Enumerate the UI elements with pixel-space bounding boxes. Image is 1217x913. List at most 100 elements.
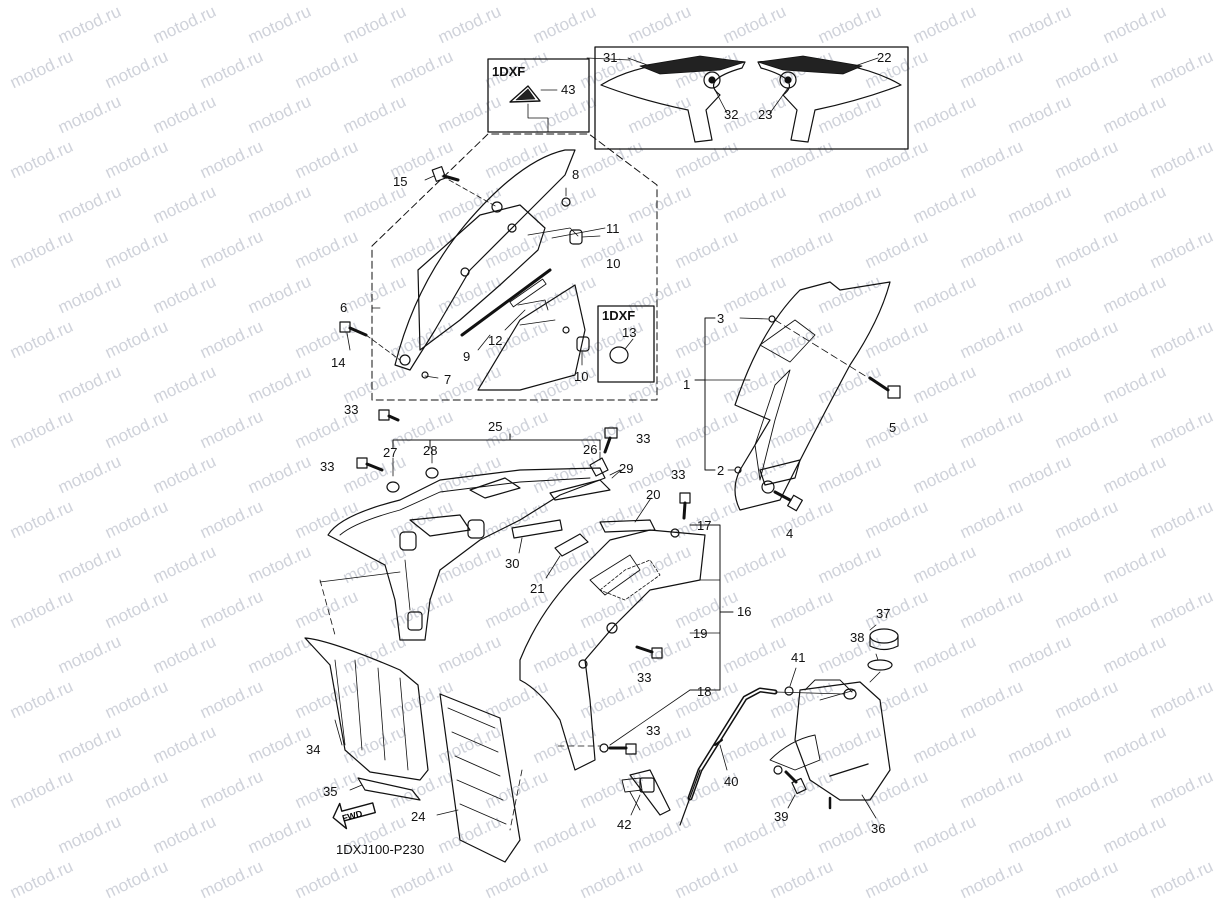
guide-42	[629, 769, 671, 816]
radiator-guard-24	[439, 693, 521, 863]
callout-29: 29	[619, 461, 634, 476]
boss-8	[491, 201, 503, 213]
strip-29	[549, 479, 611, 501]
grommet-10b	[576, 336, 590, 352]
air-duct-34	[304, 637, 429, 781]
callout-20: 20	[646, 487, 661, 502]
bolt-33a	[356, 457, 368, 469]
callout-18: 18	[697, 684, 712, 699]
callout-10: 10	[606, 256, 621, 271]
callout-33: 33	[646, 723, 661, 738]
side-cover-1	[734, 281, 891, 511]
clip-26	[589, 457, 609, 477]
callout-21: 21	[530, 581, 545, 596]
callout-14: 14	[331, 355, 346, 370]
sponge-30	[511, 519, 563, 539]
grommet-10a	[569, 229, 583, 245]
shroud-lower-panel-9	[477, 284, 586, 391]
emblem-23-center	[784, 76, 792, 84]
emblem-32	[703, 71, 721, 89]
callout-31: 31	[603, 50, 618, 65]
decal-box	[594, 46, 909, 150]
callout-43: 43	[561, 82, 576, 97]
callout-42: 42	[617, 817, 632, 832]
collar-28	[425, 467, 439, 479]
callout-32: 32	[724, 107, 739, 122]
callout-12: 12	[488, 333, 503, 348]
callout-13: 13	[622, 325, 637, 340]
bolt-4	[787, 494, 803, 512]
callout-10: 10	[574, 369, 589, 384]
callout-7: 7	[444, 372, 452, 387]
seal-38	[867, 659, 893, 671]
bolt-14	[339, 321, 351, 333]
clip-41	[784, 686, 794, 696]
callout-22: 22	[877, 50, 892, 65]
decal-43	[509, 85, 541, 103]
shroud-inner-recess	[417, 204, 546, 351]
callout-37: 37	[876, 606, 891, 621]
emblem-32-center	[708, 76, 716, 84]
callout-4: 4	[786, 526, 794, 541]
callout-19: 19	[693, 626, 708, 641]
reservoir-tank-36	[794, 681, 891, 801]
callout-25: 25	[488, 419, 503, 434]
side-cover-vent	[759, 459, 801, 486]
shroud-inner-panel	[394, 149, 576, 371]
callout-35: 35	[323, 784, 338, 799]
callout-1: 1	[683, 377, 691, 392]
model-code-label: 1DXF	[602, 308, 636, 323]
callout-33: 33	[320, 459, 335, 474]
callout-15: 15	[393, 174, 408, 189]
callout-41: 41	[791, 650, 806, 665]
callout-2: 2	[717, 463, 725, 478]
cap-37	[869, 628, 899, 644]
callout-5: 5	[889, 420, 897, 435]
collar-27	[386, 481, 400, 493]
callout-23: 23	[758, 107, 773, 122]
cap-13	[609, 346, 629, 364]
left-decal-graphic	[639, 55, 746, 75]
callout-16: 16	[737, 604, 752, 619]
callout-40: 40	[724, 774, 739, 789]
bolt-33f	[625, 743, 637, 755]
collar-19	[606, 622, 618, 634]
callout-8: 8	[572, 167, 580, 182]
collar-3	[768, 315, 776, 323]
callout-28: 28	[423, 443, 438, 458]
bolt-15	[431, 166, 447, 182]
assembly-6-outline	[371, 133, 658, 401]
callout-6: 6	[340, 300, 348, 315]
callout-33: 33	[671, 467, 686, 482]
collar-18	[599, 743, 609, 753]
callout-36: 36	[871, 821, 886, 836]
bracket-35	[357, 777, 421, 801]
callout-26: 26	[583, 442, 598, 457]
callout-34: 34	[306, 742, 321, 757]
callout-3: 3	[717, 311, 725, 326]
model-code-label: 1DXF	[492, 64, 526, 79]
sponge-21	[554, 533, 589, 557]
damper	[399, 531, 417, 551]
callout-39: 39	[774, 809, 789, 824]
bolt-33b	[378, 409, 390, 421]
callout-11: 11	[606, 221, 620, 236]
callout-33: 33	[344, 402, 359, 417]
tank-cover-25	[327, 467, 606, 641]
model-box-13	[597, 305, 655, 383]
bolt-5	[887, 385, 901, 399]
fwd-arrow	[332, 802, 376, 830]
bolt-33c	[604, 427, 618, 439]
model-box-43	[487, 58, 590, 133]
callout-38: 38	[850, 630, 865, 645]
callout-17: 17	[697, 518, 712, 533]
callout-33: 33	[636, 431, 651, 446]
collar-17	[670, 528, 680, 538]
callout-30: 30	[505, 556, 520, 571]
callout-33: 33	[637, 670, 652, 685]
bolt-33e	[651, 647, 663, 659]
right-decal-graphic	[757, 55, 863, 75]
washer-8	[561, 197, 571, 207]
